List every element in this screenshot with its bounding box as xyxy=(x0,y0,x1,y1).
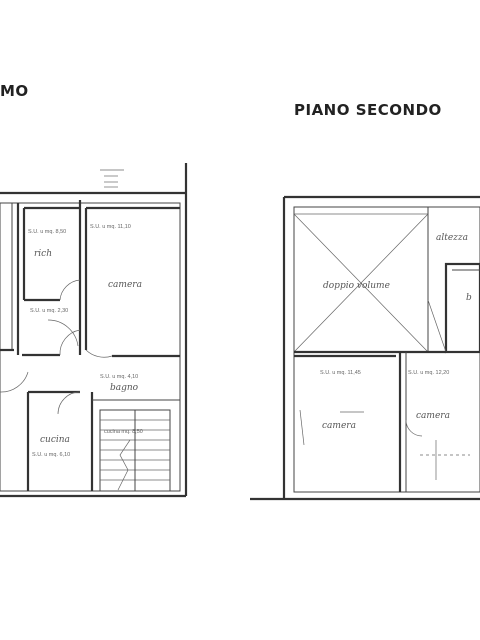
label-void: doppio volume xyxy=(323,281,390,291)
floor-title-right: PIANO SECONDO xyxy=(294,101,442,119)
label-big-right: camera xyxy=(108,280,142,290)
small-right-room xyxy=(444,262,480,354)
label-top-small-area: S.U. u mq. 8,50 xyxy=(28,229,66,235)
label-top-small: rich xyxy=(34,249,52,259)
floor-title-left: MO xyxy=(0,82,29,100)
entrance-marker xyxy=(100,169,124,188)
label-bottom-left-area: S.U. u mq. 6,10 xyxy=(32,452,70,458)
label-small-right: b xyxy=(466,293,472,303)
label-attic: altezza xyxy=(436,233,468,243)
staircase xyxy=(99,409,171,492)
right-inner-perimeter xyxy=(293,206,480,493)
label-stair: cucina mq. 8,50 xyxy=(104,429,143,435)
door-swing-2 xyxy=(59,329,81,356)
door-swing-4 xyxy=(0,371,29,393)
label-bottom-left: cucina xyxy=(40,435,70,445)
left-floor-plan: S.U. u mq. 8,50 rich S.U. u mq. 11,10 ca… xyxy=(0,163,188,498)
label-bottom-left-r: camera xyxy=(322,421,356,431)
label-middle-area: S.U. u mq. 4,10 xyxy=(100,374,138,380)
label-big-right-area: S.U. u mq. 11,10 xyxy=(90,224,131,230)
label-center-hall: S.U. u mq. 2,30 xyxy=(30,308,68,314)
door-swing-6 xyxy=(47,319,79,347)
right-floor-plan: doppio volume altezza b S.U. u mq. 11,45… xyxy=(250,195,480,501)
door-swing-3 xyxy=(85,349,113,358)
left-inner-perimeter xyxy=(0,202,181,492)
label-bottom-right-area-r: S.U. u mq. 12,20 xyxy=(408,370,449,376)
label-bottom-left-area-r: S.U. u mq. 11,45 xyxy=(320,370,361,376)
label-bottom-right-r: camera xyxy=(416,411,450,421)
label-middle: bagno xyxy=(110,383,139,393)
door-swing-5 xyxy=(57,391,81,415)
door-swing-1 xyxy=(59,279,81,301)
double-height-void xyxy=(293,207,429,353)
